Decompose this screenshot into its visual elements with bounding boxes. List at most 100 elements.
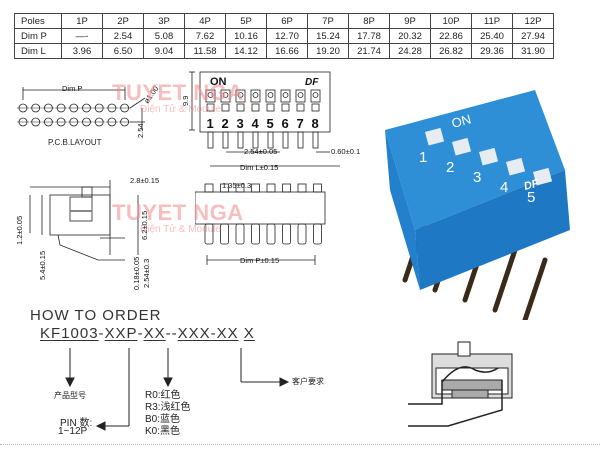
photo-switch-actuator [452, 137, 472, 156]
table-cell: 16.66 [266, 43, 308, 59]
table-cell: 15.24 [307, 28, 349, 44]
pcb-row-pitch: 2.54 [136, 123, 145, 138]
header-cell: 11P [471, 13, 513, 29]
photo-switch-actuator [533, 167, 553, 186]
pin-label: PIN 数: [60, 418, 93, 429]
bottom-pin [266, 223, 276, 245]
switch-number: 3 [237, 116, 244, 131]
switch-actuator [296, 103, 305, 112]
header-cell: 7P [307, 13, 349, 29]
color-option: K0:黑色 [145, 426, 181, 437]
switch-number: 2 [222, 116, 229, 131]
bottom-view-drawing [195, 183, 326, 265]
order-code: KF1003-XXP-XX--XXX-XX X [40, 325, 255, 342]
table-cell: 5.08 [143, 28, 185, 44]
pin-range: 1~12P [58, 426, 88, 437]
switch-pin [252, 131, 259, 149]
code-part-pins: XXP [104, 325, 138, 342]
switch-number: 4 [252, 116, 260, 131]
color-option: B0:蓝色 [145, 414, 181, 425]
color-option: R3:浅红色 [145, 402, 191, 413]
header-cell: 3P [143, 13, 185, 29]
header-cell: 5P [225, 13, 267, 29]
bottom-pin-top [220, 183, 229, 193]
header-cell: Poles [14, 13, 62, 29]
header-cell: 4P [184, 13, 226, 29]
switch-slot [220, 89, 231, 103]
header-cell: 9P [389, 13, 431, 29]
table-cell: 7.62 [184, 28, 226, 44]
table-cell: 9.04 [143, 43, 185, 59]
header-cell: 2P [102, 13, 144, 29]
photo-switch-number: 1 [419, 149, 427, 166]
header-cell: 8P [348, 13, 390, 29]
switch-actuator [311, 103, 320, 112]
watermark-subtitle: Điện Tử & Module [140, 104, 221, 115]
row-label: Dim L [14, 43, 62, 59]
photo-switch-actuator [506, 157, 526, 176]
watermark-title: TUYET NGA [112, 200, 244, 225]
bottom-pin-top [204, 183, 214, 193]
header-cell: 10P [430, 13, 472, 29]
table-cell: 22.86 [430, 28, 472, 44]
cross-section-drawing [408, 341, 513, 427]
switch-pin [207, 131, 214, 149]
order-arrows [65, 348, 290, 431]
bottom-pin [204, 223, 214, 245]
photo-switch-actuator [479, 147, 499, 166]
bottom-pin-top [235, 183, 245, 193]
bottom-length: Dim P±0.15 [240, 256, 280, 265]
switch-pin [267, 131, 274, 149]
switch-pin [282, 131, 289, 149]
code-separator: -- [165, 325, 178, 342]
switch-number: 5 [267, 116, 274, 131]
table-cell: 20.32 [389, 28, 431, 44]
divider [0, 444, 600, 445]
photo-switch-actuator [425, 127, 445, 146]
code-separator: - [98, 325, 105, 342]
switch-slot [295, 89, 306, 103]
table-cell: 6.50 [102, 43, 144, 59]
switch-pin [297, 131, 304, 149]
side-actuator: 1.2±0.05 [15, 215, 24, 245]
header-cell: 1P [61, 13, 103, 29]
bottom-pin-dim: 1.35±0.3 [222, 181, 252, 190]
code-part-color: XX [143, 325, 166, 342]
switch-slot [250, 89, 261, 103]
how-to-order-title: HOW TO ORDER [30, 307, 162, 324]
table-cell: 26.82 [430, 43, 472, 59]
top-pitch: 2.54±0.05 [244, 147, 278, 156]
switch-slot [205, 89, 216, 103]
bottom-pin-top [282, 183, 291, 193]
table-cell: 17.78 [348, 28, 390, 44]
switch-actuator [221, 103, 230, 112]
switch-actuator [281, 103, 290, 112]
pcb-layout-drawing [17, 87, 146, 130]
code-part-suffix: X [243, 325, 255, 342]
table-cell: 25.40 [471, 28, 513, 44]
switch-slot [235, 89, 246, 103]
switch-number: 7 [297, 116, 304, 131]
table-cell: 2.54 [102, 28, 144, 44]
switch-actuator [236, 103, 245, 112]
switch-number: 1 [207, 116, 214, 131]
top-brand-logo: DF [305, 77, 319, 88]
table-header-row: Poles 1P 2P 3P 4P 5P 6P 7P 8P 9P 10P 11P… [14, 13, 554, 29]
bottom-pin-top [251, 183, 260, 193]
color-options: R0:红色 R3:浅红色 B0:蓝色 K0:黑色 [145, 390, 191, 438]
switch-pin [222, 131, 229, 149]
color-option: R0:红色 [145, 390, 181, 401]
customer-requirement-label: 客户要求 [292, 377, 324, 386]
table-cell: 3.96 [61, 43, 103, 59]
header-cell: 6P [266, 13, 308, 29]
side-width: 2.8±0.15 [130, 176, 160, 185]
bottom-pin-top [297, 183, 307, 193]
switch-actuator [266, 103, 275, 112]
spec-table: Poles 1P 2P 3P 4P 5P 6P 7P 8P 9P 10P 11P… [14, 13, 554, 59]
watermark-title: TUYET NGA [112, 80, 244, 105]
bottom-pin [220, 223, 229, 245]
table-cell: 24.28 [389, 43, 431, 59]
table-cell: 29.36 [471, 43, 513, 59]
table-cell: 31.90 [512, 43, 554, 59]
photo-switch-number: 2 [446, 159, 454, 176]
